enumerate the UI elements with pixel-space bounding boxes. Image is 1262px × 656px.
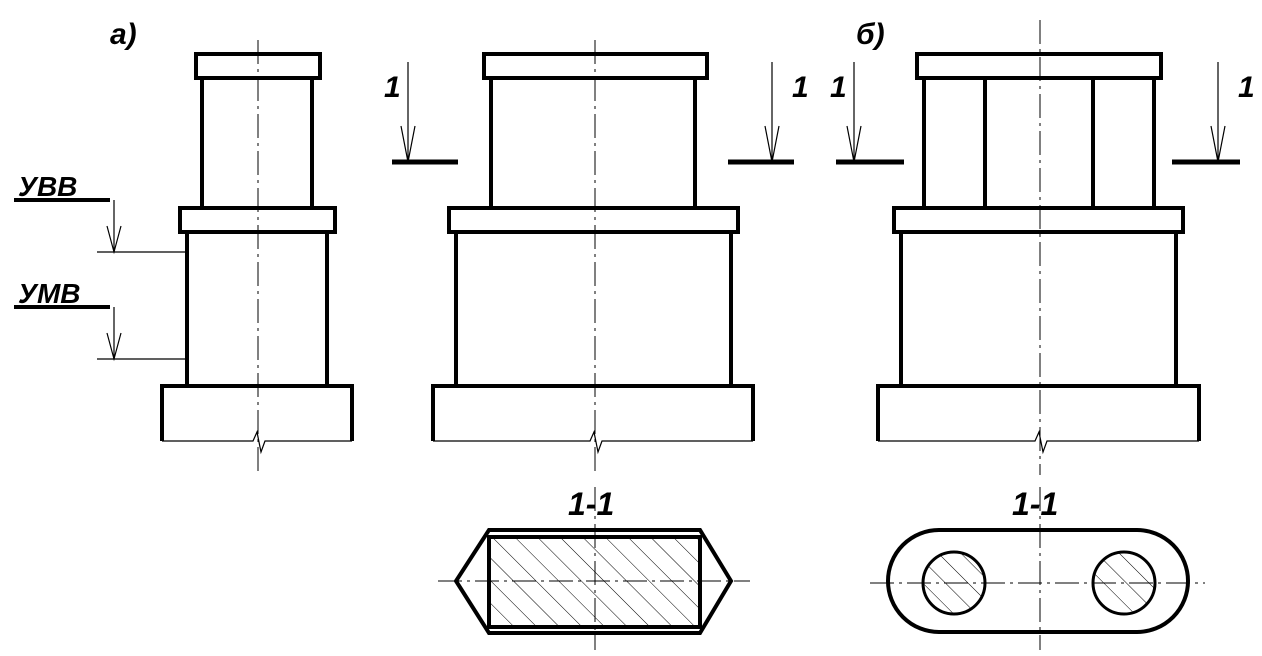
pier-a-upper-column <box>200 76 314 210</box>
section-mark-right-b: 1 <box>1238 71 1255 104</box>
low-water-level-label: УМВ <box>18 278 81 309</box>
section-mark-left-a: 1 <box>384 71 401 104</box>
variant-b-front-view: б) 1 1 <box>830 18 1255 475</box>
pier-b-top-cap <box>915 52 1163 80</box>
pier-b-break-line <box>878 430 1199 455</box>
pier-a-front-break-line <box>433 430 753 455</box>
section-a-title: 1-1 <box>568 486 614 522</box>
pier-a-lower-body <box>185 230 329 388</box>
pier-b-middle-cap <box>892 206 1185 234</box>
pier-a-front-lower-body <box>454 230 733 388</box>
pier-b-middle-column <box>983 76 1095 210</box>
section-b: 1-1 <box>870 486 1205 650</box>
section-a: 1-1 <box>438 486 750 650</box>
water-level-markers: УВВ УМВ <box>14 171 187 362</box>
pier-b-left-column <box>922 76 987 210</box>
section-mark-left-b: 1 <box>830 71 847 104</box>
pier-b-foundation <box>876 384 1201 441</box>
pier-a-foundation <box>160 384 354 441</box>
pier-a-break-line <box>162 430 352 455</box>
high-water-level-label: УВВ <box>18 171 77 202</box>
pier-a-front-foundation <box>431 384 755 441</box>
section-b-outer-contour <box>886 528 1190 634</box>
variant-a-side-view: а) <box>110 18 354 475</box>
pier-a-front-upper-column <box>489 76 697 210</box>
section-mark-right-a: 1 <box>792 71 809 104</box>
section-a-hatched-core <box>487 535 702 629</box>
variant-b-label: б) <box>856 18 885 51</box>
variant-a-label: а) <box>110 18 137 51</box>
variant-a-front-view: 1 1 <box>384 40 809 475</box>
section-b-title: 1-1 <box>1012 486 1058 522</box>
pier-a-front-middle-cap <box>447 206 740 234</box>
pier-b-lower-body <box>899 230 1178 388</box>
pier-b-right-column <box>1091 76 1156 210</box>
